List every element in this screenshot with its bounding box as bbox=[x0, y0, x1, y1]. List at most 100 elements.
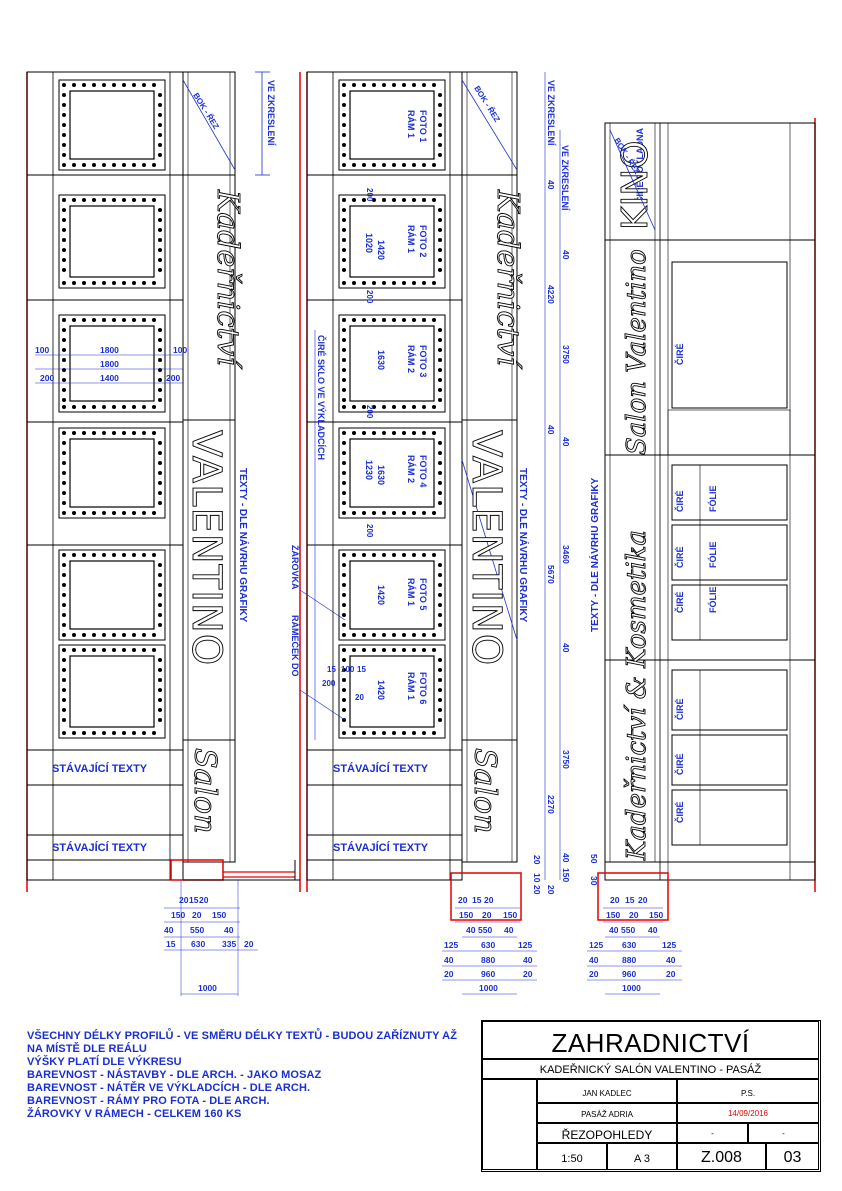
small-dim-7: 15 bbox=[357, 665, 366, 674]
ve-zkresleni-mid-2: VE ZKRESLENÍ bbox=[560, 145, 570, 211]
dim-lb4-a: 15 bbox=[166, 939, 176, 949]
stavajici-texty-mid-1: STÁVAJÍCÍ TEXTY bbox=[333, 762, 429, 775]
mb3-b: 550 bbox=[478, 925, 492, 935]
dim-left-100b: 100 bbox=[173, 345, 187, 355]
vd2-40d: 40 bbox=[561, 853, 571, 863]
photo-dim-2: 1020 bbox=[364, 233, 374, 253]
drawing-number-cell: Z.008 bbox=[677, 1143, 766, 1170]
mb2-a: 150 bbox=[459, 910, 473, 920]
ramecek-label: RÁMEČEK DO bbox=[290, 615, 301, 677]
replaces-value: - bbox=[711, 1129, 714, 1138]
sign-salon-valentino: Salon Valentino bbox=[622, 249, 652, 455]
dim-left-1800b: 1800 bbox=[100, 359, 119, 369]
dim-lb4-b: 630 bbox=[191, 939, 205, 949]
dim-left-1400: 1400 bbox=[100, 373, 119, 383]
mid-photo-frame-2 bbox=[338, 194, 446, 289]
mb4-b: 630 bbox=[481, 940, 495, 950]
mb3-c: 40 bbox=[504, 925, 514, 935]
dim-left-1800a: 1800 bbox=[100, 345, 119, 355]
dim-left-200a: 200 bbox=[40, 373, 54, 383]
note-6: BAREVNOST - RÁMY PRO FOTA - DLE ARCH. bbox=[27, 1095, 270, 1107]
mb5-a: 40 bbox=[444, 955, 454, 965]
photo-dim-5: 1230 bbox=[364, 460, 374, 480]
left-photo-frame-4 bbox=[58, 427, 166, 519]
stavajici-texty-left-1: STÁVAJÍCÍ TEXTY bbox=[52, 762, 148, 775]
texty-dle-navrhu-mid: TEXTY - DLE NÁVRHU GRAFIKY bbox=[517, 468, 530, 623]
cire-1: ČIRÉ bbox=[674, 343, 685, 365]
note-4: BAREVNOST - NÁSTAVBY - DLE ARCH. - JAKO … bbox=[27, 1069, 322, 1081]
vd2-3750b: 3750 bbox=[561, 750, 571, 769]
left-photo-frame-3 bbox=[58, 314, 166, 413]
vd-4220: 4220 bbox=[546, 285, 556, 304]
vd-40a: 40 bbox=[546, 180, 556, 190]
dim-lb2-c: 150 bbox=[212, 910, 226, 920]
dim-left-100a: 100 bbox=[35, 345, 49, 355]
mb1-b: 15 bbox=[472, 895, 482, 905]
texty-dle-navrhu-left: TEXTY - DLE NÁVRHU GRAFIKY bbox=[237, 468, 250, 623]
cire-3: ČIRÉ bbox=[674, 546, 685, 568]
vd2-3750a: 3750 bbox=[561, 345, 571, 364]
frame-label-4: RÁM 2 bbox=[406, 455, 416, 483]
vd2-50: 50 bbox=[589, 854, 599, 864]
sign-kadernictvi-mid: Kadeřnictví bbox=[490, 189, 525, 369]
dim-lb2-b: 20 bbox=[192, 910, 202, 920]
sign-salon-left: Salon bbox=[187, 748, 222, 833]
mid-bottom-dims: 20 15 20 150 20 150 40 550 40 125 630 12… bbox=[442, 895, 537, 995]
folie-3: FÓLIE bbox=[707, 587, 718, 614]
vd-40b: 40 bbox=[546, 425, 556, 435]
note-3: VÝŠKY PLATÍ DLE VÝKRESU bbox=[27, 1056, 182, 1068]
rb3-a: 40 bbox=[609, 925, 619, 935]
rb4-c: 125 bbox=[662, 940, 676, 950]
drawn-by-cell: P.S. bbox=[677, 1079, 819, 1103]
right-total: 1000 bbox=[622, 983, 641, 993]
photo-label-4: FOTO 4 bbox=[418, 455, 428, 487]
note-2: NA MÍSTĚ DLE REÁLU bbox=[27, 1043, 147, 1055]
photo-label-2: FOTO 2 bbox=[418, 225, 428, 257]
small-dim-2: 200 bbox=[365, 290, 374, 304]
revision-date-cell: - bbox=[748, 1123, 819, 1143]
mid-vertical-dims: 40 4220 40 5670 2270 20 10 20 40 3750 40… bbox=[532, 180, 599, 895]
designer-cell: JAN KADLEC bbox=[537, 1079, 677, 1103]
photo-dim-6: 1420 bbox=[376, 585, 386, 605]
cire-pokladna: ČIRÉ POKLADNA bbox=[634, 127, 645, 203]
vd-2270: 2270 bbox=[546, 795, 556, 814]
mid-photo-frame-4 bbox=[338, 427, 446, 519]
frame-label-5: RÁM 1 bbox=[406, 578, 416, 606]
rb2-c: 150 bbox=[649, 910, 663, 920]
rb2-a: 150 bbox=[606, 910, 620, 920]
rb4-b: 630 bbox=[622, 940, 636, 950]
format-cell: A 3 bbox=[607, 1143, 677, 1170]
mid-photo-frame-6 bbox=[338, 644, 446, 739]
vd-20b: 20 bbox=[532, 885, 542, 895]
project-name: KADEŘNICKÝ SALÓN VALENTINO - PASÁŽ bbox=[539, 1064, 762, 1076]
vd2-3460: 3460 bbox=[561, 545, 571, 564]
vd2-40c: 40 bbox=[561, 643, 571, 653]
small-dim-5: 15 bbox=[327, 665, 336, 674]
rb5-a: 40 bbox=[589, 955, 599, 965]
small-dim-1: 200 bbox=[365, 188, 374, 202]
small-dim-4: 200 bbox=[365, 524, 374, 538]
date-cell: 14/09/2016 bbox=[677, 1103, 819, 1123]
folie-1: FÓLIE bbox=[707, 486, 718, 513]
mb2-c: 150 bbox=[503, 910, 517, 920]
cire-4: ČIRÉ bbox=[674, 591, 685, 613]
left-elevation: BOK - ŘEZ Kadeřnictví VALENTINO Salon VE… bbox=[26, 71, 301, 996]
stavajici-texty-mid-2: STÁVAJÍCÍ TEXTY bbox=[333, 841, 429, 854]
revision-date-value: - bbox=[782, 1129, 785, 1138]
cire-2: ČIRÉ bbox=[674, 490, 685, 512]
cire-5: ČIRÉ bbox=[674, 698, 685, 720]
vd-20a: 20 bbox=[532, 855, 542, 865]
mid-total: 1000 bbox=[479, 983, 498, 993]
mb3-a: 40 bbox=[466, 925, 476, 935]
vd2-150: 150 bbox=[561, 868, 571, 882]
small-dim-9: 20 bbox=[355, 693, 364, 702]
rb4-a: 125 bbox=[589, 940, 603, 950]
photo-dim-4: 1630 bbox=[376, 465, 386, 485]
dim-left-200b: 200 bbox=[166, 373, 180, 383]
rb6-a: 20 bbox=[589, 969, 599, 979]
note-1: VŠECHNY DÉLKY PROFILŮ - VE SMĚRU DÉLKY T… bbox=[27, 1030, 458, 1042]
vd2-30: 30 bbox=[589, 876, 599, 886]
dim-lb4-d: 20 bbox=[244, 939, 254, 949]
